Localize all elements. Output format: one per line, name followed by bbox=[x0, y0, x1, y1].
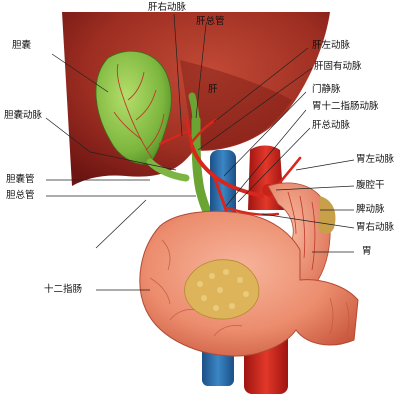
spleen bbox=[318, 196, 336, 234]
gallbladder-vessels bbox=[113, 63, 165, 159]
label-left-gastric-artery: 胃左动脉 bbox=[356, 154, 395, 165]
label-proper-hepatic-artery: 肝固有动脉 bbox=[314, 61, 362, 72]
label-right-hepatic-artery: 肝右动脉 bbox=[148, 2, 187, 13]
label-stomach: 胃 bbox=[362, 246, 372, 257]
label-celiac-trunk: 腹腔干 bbox=[356, 180, 385, 191]
label-gastroduodenal-artery: 胃十二指肠动脉 bbox=[312, 101, 379, 112]
stomach-vessels bbox=[287, 191, 316, 271]
label-cystic-duct: 胆囊管 bbox=[6, 174, 35, 185]
label-common-hepatic-duct: 肝总管 bbox=[196, 16, 225, 27]
common-hepatic-duct bbox=[188, 92, 200, 128]
gallbladder bbox=[95, 50, 172, 165]
cystic-duct bbox=[146, 158, 190, 182]
label-portal-vein: 门静脉 bbox=[312, 84, 341, 95]
label-gallbladder: 胆囊 bbox=[12, 40, 32, 51]
label-left-hepatic-artery: 肝左动脉 bbox=[312, 40, 351, 51]
duodenum-folds bbox=[149, 239, 350, 339]
label-common-bile-duct: 胆总管 bbox=[6, 190, 35, 201]
pancreas-texture bbox=[197, 269, 249, 311]
leader-lines bbox=[45, 13, 355, 291]
portal-vein bbox=[210, 150, 236, 220]
label-common-hepatic-artery: 肝总动脉 bbox=[312, 120, 351, 131]
label-right-gastric-artery: 胃右动脉 bbox=[356, 222, 395, 233]
label-duodenum: 十二指肠 bbox=[44, 284, 83, 295]
label-liver: 肝 bbox=[208, 84, 218, 95]
label-splenic-artery: 脾动脉 bbox=[356, 204, 385, 215]
label-cystic-artery: 胆囊动脉 bbox=[4, 110, 43, 121]
